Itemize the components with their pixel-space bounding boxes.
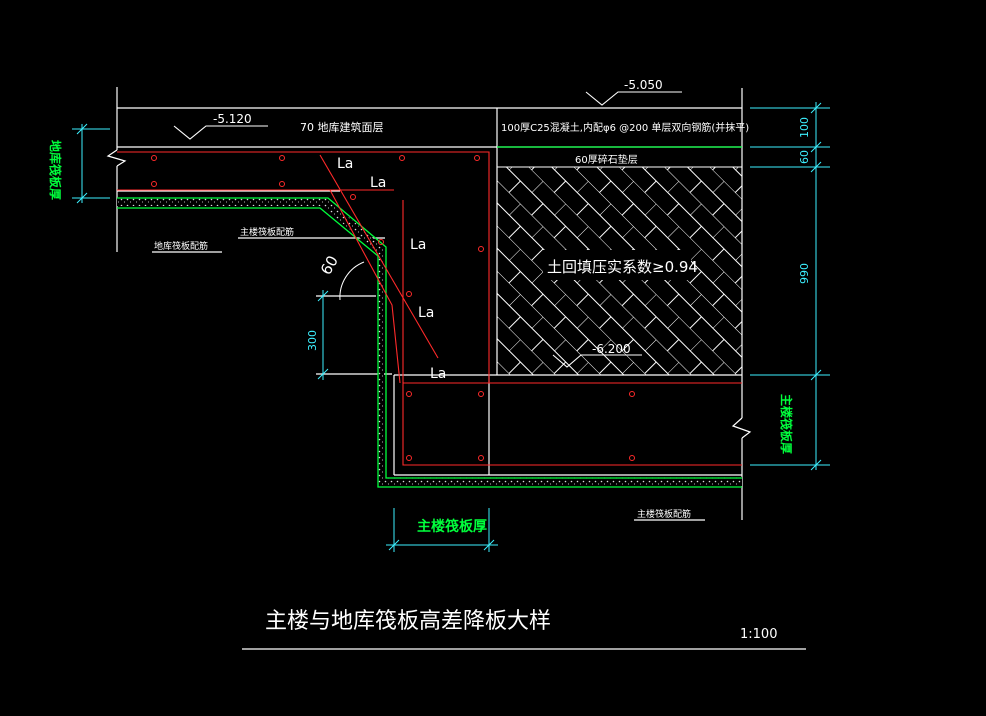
elevation-garage-top: -5.120 — [213, 112, 252, 126]
dim-100: 100 — [798, 117, 811, 138]
elevation-tower-top: -5.050 — [624, 78, 663, 92]
drawing-title: 主楼与地库筏板高差降板大样 — [265, 609, 551, 634]
dim-300: 300 — [306, 330, 319, 351]
elevation-symbols — [173, 91, 682, 368]
cushion-layer — [117, 146, 742, 488]
backfill-note: 土回填压实系数≥0.94 — [547, 258, 698, 276]
garage-finish-note: 70 地库建筑面层 — [300, 120, 384, 134]
elevation-fill-bottom: -6.200 — [592, 342, 631, 356]
tower-raft-thickness-label-right: 主楼筏板厚 — [779, 394, 794, 454]
dim-990: 990 — [798, 263, 811, 284]
rebar-lines — [117, 151, 742, 466]
angle-arc — [339, 261, 365, 301]
angle-label: 60 — [317, 252, 342, 278]
anchorage-label-2: La — [370, 175, 386, 191]
dim-60: 60 — [798, 150, 811, 164]
tower-raft-rebar-label-upper: 主楼筏板配筋 — [240, 226, 294, 238]
anchorage-label-1: La — [337, 156, 353, 172]
rebar-dots — [151, 155, 635, 461]
dimension-lines — [72, 102, 830, 552]
gravel-note: 60厚碎石垫层 — [575, 153, 638, 166]
backfill-label-mask — [543, 250, 691, 280]
anchorage-label-4: La — [418, 305, 434, 321]
garage-raft-rebar-label: 地库筏板配筋 — [154, 240, 208, 252]
garage-raft-thickness-label: 地库筏板厚 — [48, 140, 63, 200]
tower-topping-note: 100厚C25混凝土,内配φ6 @200 单层双向钢筋(并抹平) — [501, 121, 749, 134]
drawing-scale: 1:100 — [740, 627, 777, 642]
anchorage-label-3: La — [410, 237, 426, 253]
tower-raft-thickness-label-bottom: 主楼筏板厚 — [417, 518, 487, 535]
anchorage-label-5: La — [430, 366, 446, 382]
tower-raft-rebar-label-lower: 主楼筏板配筋 — [637, 508, 691, 520]
